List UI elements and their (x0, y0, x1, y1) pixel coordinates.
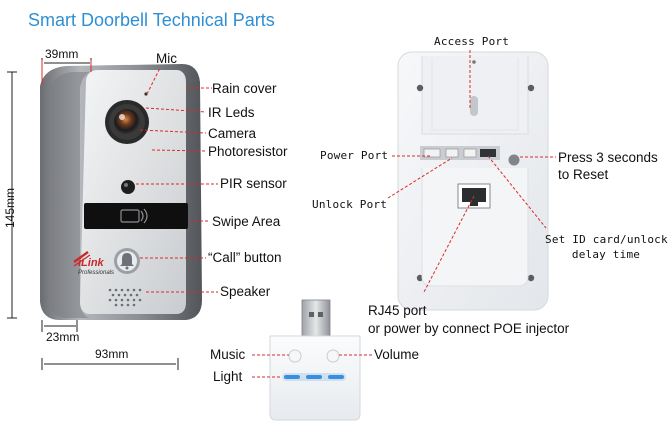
dimension-total-width: 93mm (95, 347, 129, 361)
diagram-title: Smart Doorbell Technical Parts (28, 10, 275, 30)
label-mic: Mic (156, 51, 177, 66)
label-rj45-line1: RJ45 port (368, 303, 427, 318)
label-camera: Camera (208, 126, 257, 141)
label-reset-line1: Press 3 seconds (558, 150, 658, 165)
label-rain-cover: Rain cover (212, 81, 277, 96)
doorbell-front-unit (40, 64, 202, 320)
label-unlock-port: Unlock Port (312, 198, 388, 211)
label-speaker: Speaker (220, 284, 271, 299)
label-rj45-line2: or power by connect POE injector (368, 321, 570, 336)
front-leader-lines (136, 67, 218, 293)
led-light-bar (284, 375, 344, 379)
dimension-height: 145mm (3, 187, 17, 228)
pir-sensor-dome (121, 180, 135, 194)
label-call-button: “Call” button (208, 250, 282, 265)
usb-control-module (269, 299, 361, 421)
brand-logo-sub: Professionals (78, 270, 115, 276)
back-leader-lines (387, 50, 556, 293)
volume-button (326, 349, 340, 363)
reset-button-hole (508, 154, 520, 166)
label-ir-leds: IR Leds (208, 105, 255, 120)
rfid-card-icon (120, 208, 148, 224)
label-volume: Volume (374, 347, 420, 362)
label-set-id-line2: delay time (571, 248, 641, 261)
mic-hole (144, 92, 148, 96)
music-button (288, 349, 302, 363)
label-swipe-area: Swipe Area (212, 214, 281, 229)
dimension-bottom-width: 23mm (46, 330, 80, 344)
label-photoresistor: Photoresistor (208, 144, 288, 159)
camera-lens (105, 100, 149, 144)
doorbell-back-plate (397, 51, 549, 311)
dimension-top-width: 39mm (45, 47, 79, 61)
module-leader-lines (252, 354, 372, 378)
label-reset-line2: to Reset (558, 167, 609, 182)
swipe-area-panel (84, 203, 188, 229)
label-set-id-line1: Set ID card/unlock (545, 233, 668, 246)
label-power-port: Power Port (320, 149, 389, 162)
speaker-grille (108, 288, 142, 307)
label-access-port: Access Port (434, 35, 510, 48)
label-music: Music (210, 347, 246, 362)
label-light: Light (213, 369, 243, 384)
label-pir-sensor: PIR sensor (220, 176, 287, 191)
brand-logo: iLink (78, 257, 104, 269)
bell-icon (120, 253, 134, 270)
